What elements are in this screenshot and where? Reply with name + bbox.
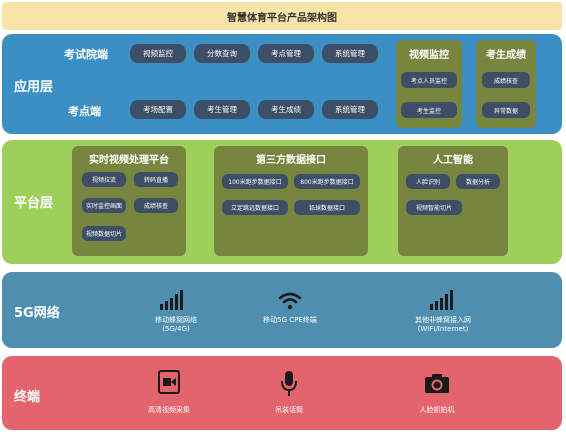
pill-site-staff-monitor[interactable]: 考点人员监控 xyxy=(401,72,457,88)
camera-icon xyxy=(425,374,449,393)
pill-candidate-management[interactable]: 考生管理 xyxy=(194,100,250,119)
candidate-scores-title: 考生成绩 xyxy=(486,50,526,61)
pill-face-recognition[interactable]: 人脸识别 xyxy=(406,174,450,189)
third-party-box: 第三方数据接口 100米跑步数据接口 800米跑步数据接口 立定跳远数据接口 铅… xyxy=(214,146,368,256)
terminal-item-video: 高清视频采集 xyxy=(134,370,204,422)
pill-shot-put-api[interactable]: 铅球数据接口 xyxy=(294,200,360,215)
pill-video-pull[interactable]: 视频拉流 xyxy=(82,172,126,187)
pill-score-check[interactable]: 成绩核查 xyxy=(482,72,530,88)
network-item-noncellular: 其他非蜂窝接入网 (WIFI/Internet) xyxy=(398,290,488,340)
third-party-title: 第三方数据接口 xyxy=(256,155,326,166)
platform-layer: 平台层 实时视频处理平台 视频拉流 转码直播 实时监控画面 成绩核查 视频数据切… xyxy=(2,140,562,264)
microphone-icon xyxy=(281,371,297,396)
terminal-item-camera: 人脸抓拍机 xyxy=(402,370,472,422)
terminal-item-mic: 吊装话筒 xyxy=(254,370,324,422)
pill-video-slice[interactable]: 视频数据切片 xyxy=(82,226,126,241)
signal-bars-icon xyxy=(430,290,453,310)
ai-title: 人工智能 xyxy=(433,155,473,166)
video-monitor-title: 视频监控 xyxy=(409,50,449,61)
pill-site-management[interactable]: 考点管理 xyxy=(258,44,314,63)
diagram-title: 智慧体育平台产品架构图 xyxy=(2,2,562,30)
network-label-noncellular: 其他非蜂窝接入网 xyxy=(415,316,471,324)
network-item-cellular: 移动蜂窝网络 (5G/4G) xyxy=(136,290,216,340)
pill-800m-api[interactable]: 800米跑步数据接口 xyxy=(294,174,360,189)
network-item-cpe: 移动5G CPE终端 xyxy=(250,290,330,340)
application-layer-label: 应用层 xyxy=(14,80,54,95)
terminal-label-camera: 人脸抓拍机 xyxy=(419,406,455,414)
pill-system-management[interactable]: 系统管理 xyxy=(322,44,378,63)
network-layer-label: 5G网络 xyxy=(14,306,60,321)
pill-room-config[interactable]: 考场配置 xyxy=(130,100,186,119)
pill-system-management-2[interactable]: 系统管理 xyxy=(322,100,378,119)
pill-video-monitor[interactable]: 视频监控 xyxy=(130,44,186,63)
realtime-video-title: 实时视频处理平台 xyxy=(89,155,169,166)
exam-site-label: 考点端 xyxy=(68,105,101,118)
terminal-layer-label: 终端 xyxy=(14,390,41,405)
pill-candidate-scores[interactable]: 考生成绩 xyxy=(258,100,314,119)
pill-data-analysis[interactable]: 数据分析 xyxy=(456,174,500,189)
pill-score-query[interactable]: 分数查询 xyxy=(194,44,250,63)
network-sub-noncellular: (WIFI/Internet) xyxy=(417,325,469,333)
pill-score-verify[interactable]: 成绩核查 xyxy=(134,198,178,213)
pill-video-smart-slice[interactable]: 视频智能切片 xyxy=(406,200,462,215)
platform-layer-label: 平台层 xyxy=(14,196,54,211)
network-sub-cellular: (5G/4G) xyxy=(162,325,190,333)
pill-100m-api[interactable]: 100米跑步数据接口 xyxy=(222,174,288,189)
exam-institute-label: 考试院端 xyxy=(64,48,108,61)
pill-candidate-monitor[interactable]: 考生监控 xyxy=(401,102,457,118)
network-layer: 5G网络 移动蜂窝网络 (5G/4G) 移动5G CPE终端 其他非蜂窝接入网 … xyxy=(2,272,562,348)
signal-bars-icon xyxy=(160,290,183,310)
candidate-scores-box: 考生成绩 成绩核查 异常数据 xyxy=(476,40,536,128)
video-camera-icon xyxy=(158,370,180,394)
terminal-label-mic: 吊装话筒 xyxy=(275,406,303,414)
video-monitor-box: 视频监控 考点人员监控 考生监控 xyxy=(396,40,462,128)
pill-abnormal-data[interactable]: 异常数据 xyxy=(482,102,530,118)
terminal-layer: 终端 高清视频采集 吊装话筒 人脸抓拍机 xyxy=(2,356,562,430)
application-layer: 应用层 考试院端 视频监控 分数查询 考点管理 系统管理 考点端 考场配置 考生… xyxy=(2,34,562,134)
ai-box: 人工智能 人脸识别 数据分析 视频智能切片 xyxy=(398,146,508,256)
pill-long-jump-api[interactable]: 立定跳远数据接口 xyxy=(222,200,288,215)
network-label-cellular: 移动蜂窝网络 xyxy=(155,316,197,324)
realtime-video-box: 实时视频处理平台 视频拉流 转码直播 实时监控画面 成绩核查 视频数据切片 xyxy=(72,146,186,256)
wifi-icon xyxy=(278,292,302,310)
pill-transcode-live[interactable]: 转码直播 xyxy=(134,172,178,187)
pill-live-monitor-screen[interactable]: 实时监控画面 xyxy=(82,198,126,213)
terminal-label-video: 高清视频采集 xyxy=(148,406,190,414)
network-label-cpe: 移动5G CPE终端 xyxy=(263,316,317,324)
